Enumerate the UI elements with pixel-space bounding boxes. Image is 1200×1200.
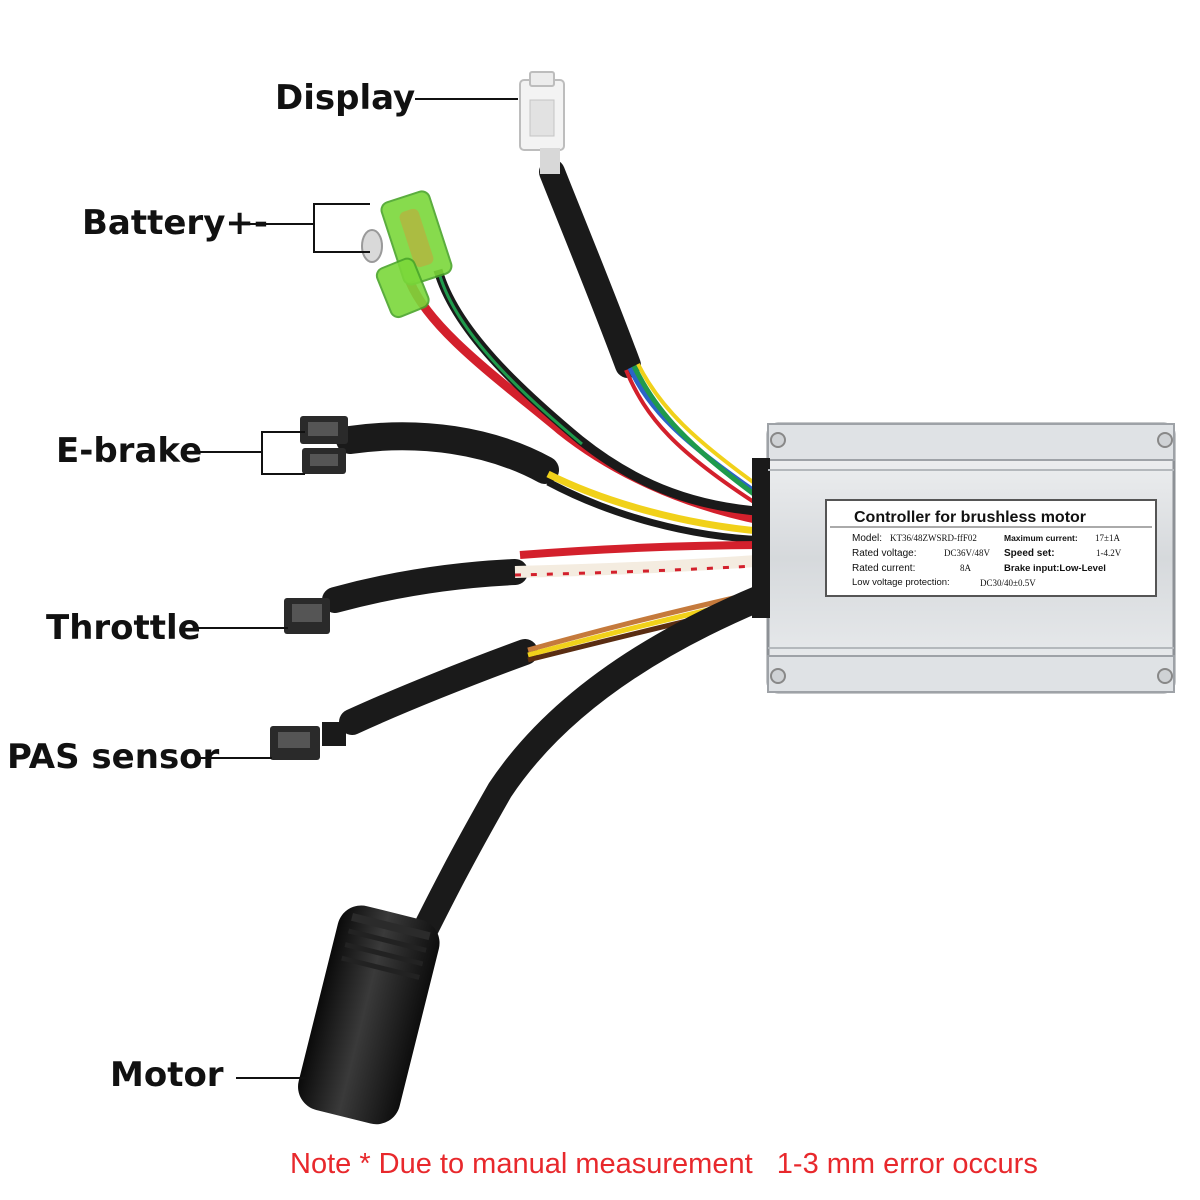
ebrake-connectors	[300, 416, 348, 474]
plate-brake-input: Brake input:Low-Level	[1004, 563, 1106, 574]
plate-model-value: KT36/48ZWSRD-ffF02	[890, 533, 977, 543]
ebrake-label: E-brake	[56, 431, 203, 471]
throttle-connector	[284, 598, 330, 634]
controller-box	[752, 422, 1176, 694]
plate-rated-current-label: Rated current:	[852, 563, 915, 574]
display-label: Display	[275, 78, 416, 118]
throttle-label: Throttle	[46, 608, 201, 648]
pas-sensor-label: PAS sensor	[7, 737, 220, 777]
spec-plate: Controller for brushless motor Model: KT…	[825, 499, 1157, 597]
display-connector	[519, 71, 565, 174]
throttle-cable	[322, 541, 771, 613]
plate-speed-set-value: 1-4.2V	[1096, 548, 1122, 558]
battery-connectors	[361, 190, 453, 319]
pas-cable	[339, 589, 761, 735]
plate-speed-set-label: Speed set:	[1004, 548, 1055, 559]
battery-bracket	[313, 203, 370, 253]
motor-cable	[407, 585, 773, 953]
plate-max-current-value: 17±1A	[1095, 533, 1120, 543]
leader-lines	[193, 98, 518, 1079]
plate-title: Controller for brushless motor	[854, 509, 1086, 526]
ebrake-cable	[336, 422, 771, 544]
plate-rated-voltage-label: Rated voltage:	[852, 548, 917, 559]
plate-model-label: Model:	[852, 533, 882, 544]
plate-rated-current-value: 8A	[960, 563, 972, 573]
motor-connector	[298, 905, 440, 1125]
display-cable	[539, 159, 766, 508]
plate-max-current-label: Maximum current:	[1004, 533, 1078, 543]
battery-label: Battery+-	[82, 203, 268, 243]
measurement-note: Note * Due to manual measurement 1-3 mm …	[290, 1148, 1038, 1180]
plate-rated-voltage-value: DC36V/48V	[944, 548, 991, 558]
motor-label: Motor	[110, 1055, 224, 1095]
ebrake-bracket	[261, 431, 305, 475]
plate-low-voltage-value: DC30/40±0.5V	[980, 578, 1036, 588]
battery-cables	[405, 268, 771, 527]
pas-connector	[270, 722, 346, 760]
plate-low-voltage-label: Low voltage protection:	[852, 577, 950, 588]
